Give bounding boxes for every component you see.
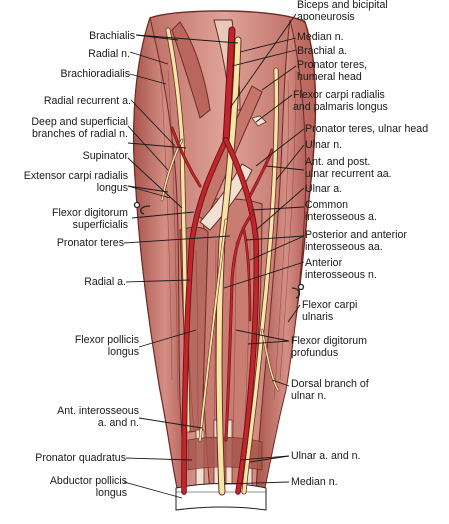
label-post-ant-interosseous-1: Posterior and anterior — [305, 229, 407, 241]
label-fcr-pl-2: and palmaris longus — [293, 101, 388, 113]
retractor-hooks — [133, 201, 305, 299]
fcr-palmaris-stub — [251, 115, 267, 127]
label-fds-2: superficialis — [72, 219, 128, 231]
label-fdp-2: profundus — [291, 347, 339, 359]
label-apl-1: Abductor pollicis — [49, 475, 127, 487]
label-pt-humeral-2: humeral head — [297, 71, 362, 83]
label-pt-ulnar-head: Pronator teres, ulnar head — [305, 123, 429, 135]
label-pronator-quadratus: Pronator quadratus — [35, 452, 126, 464]
label-ulnar-a-and-n: Ulnar a. and n. — [291, 450, 361, 462]
label-pt-humeral-1: Pronator teres, — [297, 59, 368, 71]
label-brachioradialis: Brachioradialis — [60, 68, 130, 80]
label-fcu-2: ulnaris — [302, 311, 334, 323]
label-fcu-1: Flexor carpi — [302, 299, 358, 311]
label-fds-1: Flexor digitorum — [52, 207, 128, 219]
label-ecrl-2: longus — [96, 182, 128, 194]
label-brachial-artery: Brachial a. — [297, 45, 348, 57]
label-biceps-2: aponeurosis — [297, 11, 355, 23]
label-supinator: Supinator — [82, 150, 128, 162]
label-ecrl-1: Extensor carpi radialis — [23, 170, 128, 182]
label-post-ant-interosseous-2: interosseous aa. — [305, 241, 383, 253]
brachialis-muscle — [171, 21, 211, 119]
arteries — [170, 26, 274, 495]
label-pronator-teres: Pronator teres — [56, 237, 124, 249]
label-biceps-1: Biceps and bicipital — [297, 0, 388, 11]
label-radial-artery: Radial a. — [84, 276, 126, 288]
label-deep-superficial-radial-1: Deep and superficial — [31, 116, 128, 128]
label-median-nerve-bottom: Median n. — [291, 476, 338, 488]
label-median-nerve-top: Median n. — [297, 31, 344, 43]
label-radial-nerve: Radial n. — [88, 48, 130, 60]
label-ulnar-recurrent-2: ulnar recurrent aa. — [305, 168, 392, 180]
label-deep-superficial-radial-2: branches of radial n. — [32, 128, 128, 140]
label-radial-recurrent-artery: Radial recurrent a. — [43, 95, 131, 107]
label-fpl-2: longus — [107, 346, 139, 358]
label-fpl-1: Flexor pollicis — [74, 334, 139, 346]
label-ulnar-nerve: Ulnar n. — [305, 139, 343, 151]
label-anterior-interosseous-n-1: Anterior — [305, 257, 343, 269]
label-anterior-interosseous-n-2: interosseous n. — [305, 269, 377, 281]
label-common-interosseous-1: Common — [305, 199, 348, 211]
label-apl-2: longus — [95, 487, 127, 499]
label-ant-interosseous-an-1: Ant. interosseous — [57, 405, 139, 417]
label-ant-interosseous-an-2: a. and n. — [97, 417, 139, 429]
label-ulnar-artery: Ulnar a. — [305, 183, 343, 195]
label-ulnar-recurrent-1: Ant. and post. — [305, 156, 371, 168]
label-dorsal-branch-2: ulnar n. — [291, 390, 327, 402]
label-fdp-1: Flexor digitorum — [291, 335, 367, 347]
label-common-interosseous-2: interosseous a. — [305, 211, 377, 223]
label-dorsal-branch-1: Dorsal branch of — [291, 378, 369, 390]
label-brachialis: Brachialis — [89, 30, 135, 42]
label-fcr-pl-1: Flexor carpi radialis — [293, 89, 385, 101]
